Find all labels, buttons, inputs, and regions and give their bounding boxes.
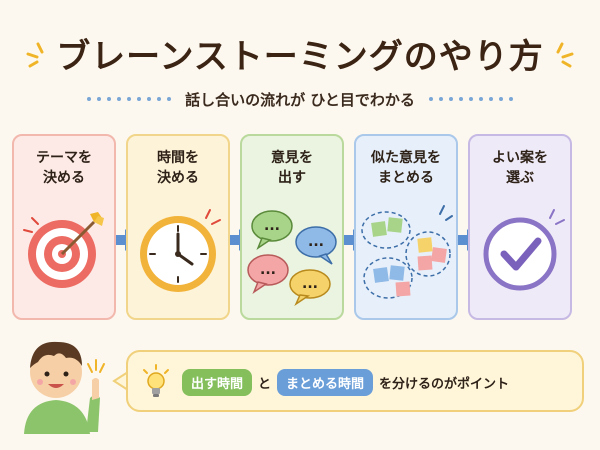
boy-character-icon — [24, 341, 105, 434]
step-card-ideas: 意見を 出す ... ... ... ... — [240, 134, 344, 320]
check-circle-icon — [483, 209, 565, 291]
title-area: ブレーンストーミングのやり方 — [0, 28, 600, 78]
step-card-group: 似た意見を まとめる — [354, 134, 458, 320]
grouped-notes-icon — [361, 205, 453, 299]
step-label: 意見を 出す — [271, 150, 313, 186]
step-label: 似た意見を まとめる — [371, 150, 441, 186]
bubble-dots: ... — [302, 276, 318, 292]
step-card-time: 時間を 決める — [126, 134, 230, 320]
sparkle-left-icon — [26, 42, 44, 68]
page-title: ブレーンストーミングのやり方 — [56, 36, 544, 77]
lightbulb-icon — [143, 364, 169, 397]
sparkle-right-icon — [556, 42, 574, 68]
step-card-theme: テーマを 決める — [12, 134, 116, 320]
pill-idea-time: 出す時間 — [182, 368, 253, 396]
page-subtitle: 話し合いの流れが ひと目でわかる — [185, 90, 415, 109]
bubble-dots: ... — [264, 218, 280, 234]
tip-text: 出す時間 と まとめる時間 を分けるのがポイント — [182, 368, 509, 396]
subtitle-row: 話し合いの流れが ひと目でわかる — [0, 88, 600, 110]
tip-tail: を分けるのがポイント — [379, 376, 510, 392]
target-icon — [23, 212, 104, 288]
step-label: 時間を 決める — [157, 150, 199, 186]
step-label: テーマを 決める — [36, 150, 92, 186]
bubble-dots: ... — [260, 262, 276, 278]
step-label: よい案を 選ぶ — [492, 150, 548, 186]
dots-decoration-right — [428, 97, 513, 101]
pill-summary-time: まとめる時間 — [277, 368, 374, 396]
bubble-dots: ... — [308, 234, 324, 250]
dots-decoration-left — [87, 97, 172, 101]
tip-joiner: と — [258, 376, 272, 392]
clock-icon — [140, 209, 221, 292]
speech-bubbles-icon: ... ... ... ... — [247, 210, 337, 306]
step-card-choose: よい案を 選ぶ — [468, 134, 572, 320]
